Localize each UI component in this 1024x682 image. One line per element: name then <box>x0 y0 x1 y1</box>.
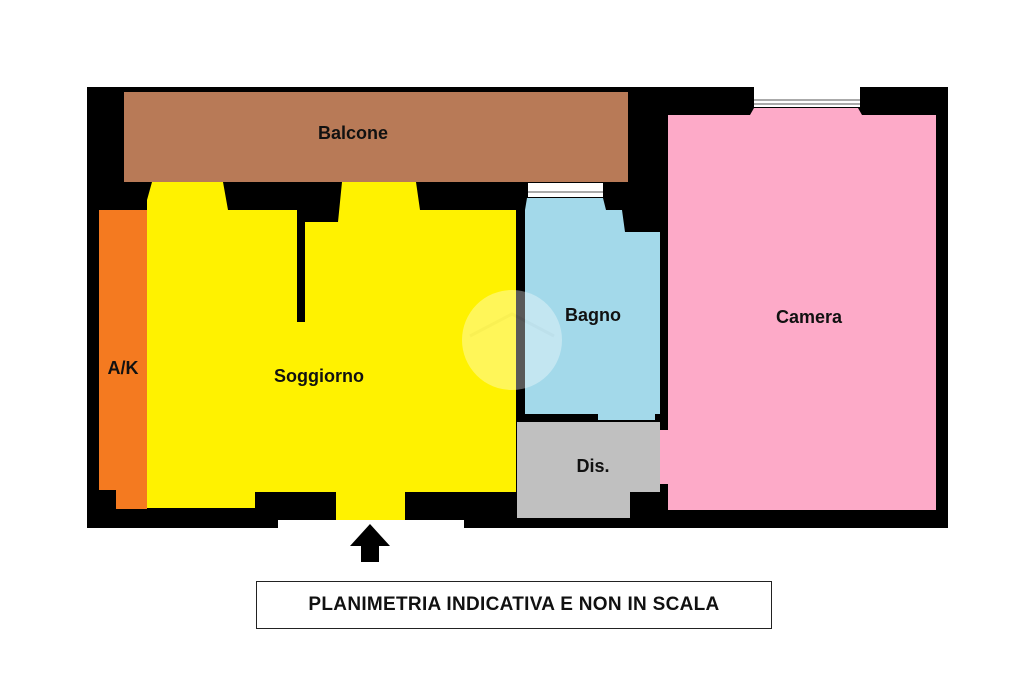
window-bathroom <box>528 183 603 197</box>
label-bedroom: Camera <box>776 307 843 327</box>
entrance-door <box>278 520 464 530</box>
label-bathroom: Bagno <box>565 305 621 325</box>
label-living: Soggiorno <box>274 366 364 386</box>
room-living <box>147 182 516 520</box>
label-kitchen: A/K <box>108 358 139 378</box>
disclaimer-note: PLANIMETRIA INDICATIVA E NON IN SCALA <box>256 581 772 629</box>
label-balcone: Balcone <box>318 123 388 143</box>
room-bedroom <box>660 108 936 510</box>
label-hallway: Dis. <box>576 456 609 476</box>
room-kitchen <box>99 210 147 490</box>
room-bathroom <box>525 198 660 420</box>
room-balcone <box>124 92 628 182</box>
watermark-logo <box>462 290 562 390</box>
disclaimer-text: PLANIMETRIA INDICATIVA E NON IN SCALA <box>308 594 720 615</box>
room-kitchen-lower <box>116 488 147 509</box>
window-bedroom <box>754 87 860 107</box>
arrow-up-icon <box>350 524 390 562</box>
room-hallway <box>517 422 660 518</box>
